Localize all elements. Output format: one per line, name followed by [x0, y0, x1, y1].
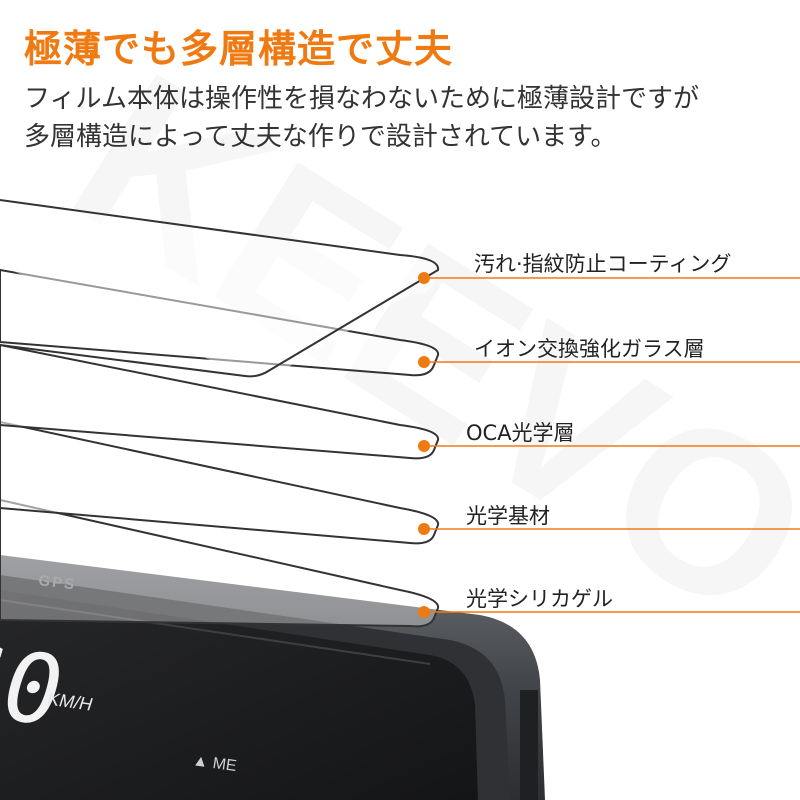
- leader-dot-4: [418, 523, 430, 535]
- layer-label-1: 汚れ·指紋防止コーティング: [474, 252, 732, 276]
- leader-line-5: [418, 606, 800, 618]
- leader-dot-3: [418, 440, 430, 452]
- layer-label-2: イオン交換強化ガラス層: [474, 337, 705, 361]
- leader-line-1: [418, 272, 800, 284]
- film-layer-1: [0, 199, 440, 379]
- layer-label-5: 光学シリカゲル: [466, 587, 613, 611]
- leader-line-4: [418, 523, 800, 535]
- gps-label: GPS: [38, 572, 77, 593]
- leader-dot-5: [418, 606, 430, 618]
- layer-label-3: OCA光学層: [466, 421, 575, 445]
- leader-dot-1: [418, 272, 430, 284]
- film-layer-5: [0, 498, 440, 628]
- leader-line-2: [418, 356, 800, 368]
- film-layer-3: [0, 343, 440, 460]
- mode-label: ▲ ME: [191, 752, 237, 775]
- page-title: 極薄でも多層構造で丈夫: [24, 27, 454, 71]
- leader-line-3: [418, 440, 800, 452]
- leader-dot-2: [418, 356, 430, 368]
- gps-device: GPS 260 KM/H ▲ ME: [0, 555, 545, 800]
- film-layer-4: [0, 420, 440, 545]
- description: フィルム本体は操作性を損なわないために極薄設計ですが 多層構造によって丈夫な作り…: [24, 80, 784, 156]
- description-line-1: フィルム本体は操作性を損なわないために極薄設計ですが: [24, 84, 699, 114]
- layer-label-4: 光学基材: [466, 504, 550, 528]
- description-line-2: 多層構造によって丈夫な作りで設計されています。: [24, 122, 617, 152]
